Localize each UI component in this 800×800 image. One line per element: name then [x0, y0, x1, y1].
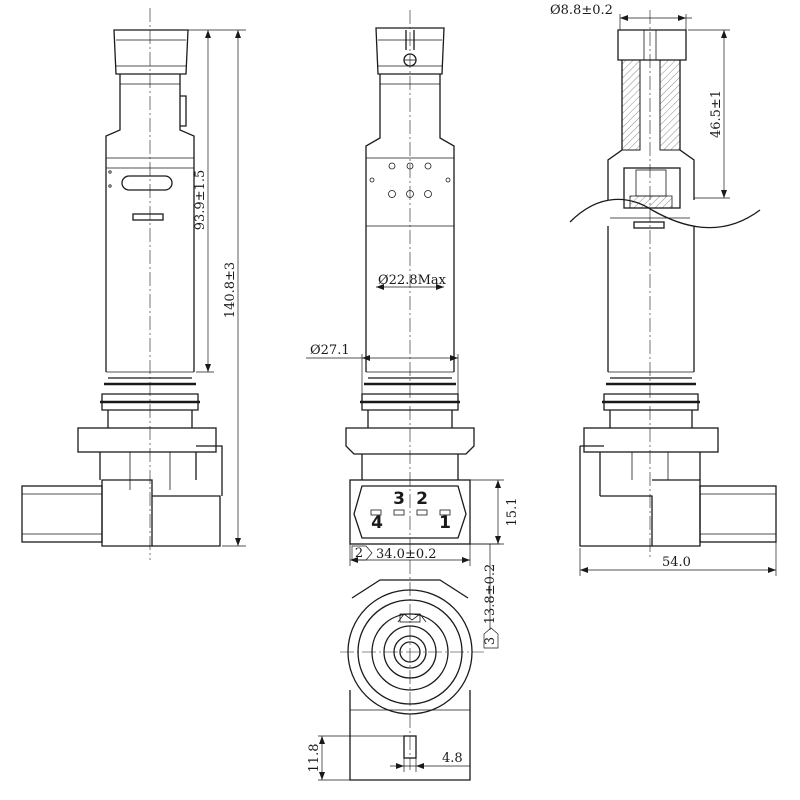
vent-holes: [369, 162, 451, 198]
left-side-view: 93.9±1.5 140.8±3: [21, 8, 246, 560]
overall-length-dimension: 140.8±3: [223, 262, 238, 318]
overall-width-dimension: 54.0: [662, 555, 691, 570]
body-length-dimension: 93.9±1.5: [193, 170, 208, 231]
flange-offset-dimension: 13.8±0.2: [483, 564, 498, 625]
pin-label-1: 1: [439, 513, 451, 533]
flange-offset-ref: 3: [483, 637, 498, 645]
key-height-dimension: 11.8: [307, 744, 322, 773]
front-view: 3 2 4 1 Ø22.8Max Ø27.1 15.1 2 34.0±0.2 1…: [306, 10, 520, 770]
connector-width-ref: 2: [355, 546, 363, 561]
shaft-diameter-dimension: Ø22.8Max: [378, 273, 447, 288]
pin-label-3: 3: [393, 489, 405, 509]
pin-label-2: 2: [416, 489, 428, 509]
bottom-view: 11.8 4.8: [307, 579, 484, 781]
connector-height-dimension: 15.1: [505, 498, 520, 527]
section-view: Ø8.8±0.2 46.5±1 54.0: [550, 3, 777, 576]
pin-label-4: 4: [371, 513, 383, 533]
connector-width-dimension: 34.0±0.2: [376, 547, 437, 562]
top-diameter-dimension: Ø8.8±0.2: [550, 3, 613, 18]
seal-diameter-dimension: Ø27.1: [310, 343, 350, 358]
top-depth-dimension: 46.5±1: [709, 90, 724, 138]
key-width-dimension: 4.8: [442, 751, 463, 766]
